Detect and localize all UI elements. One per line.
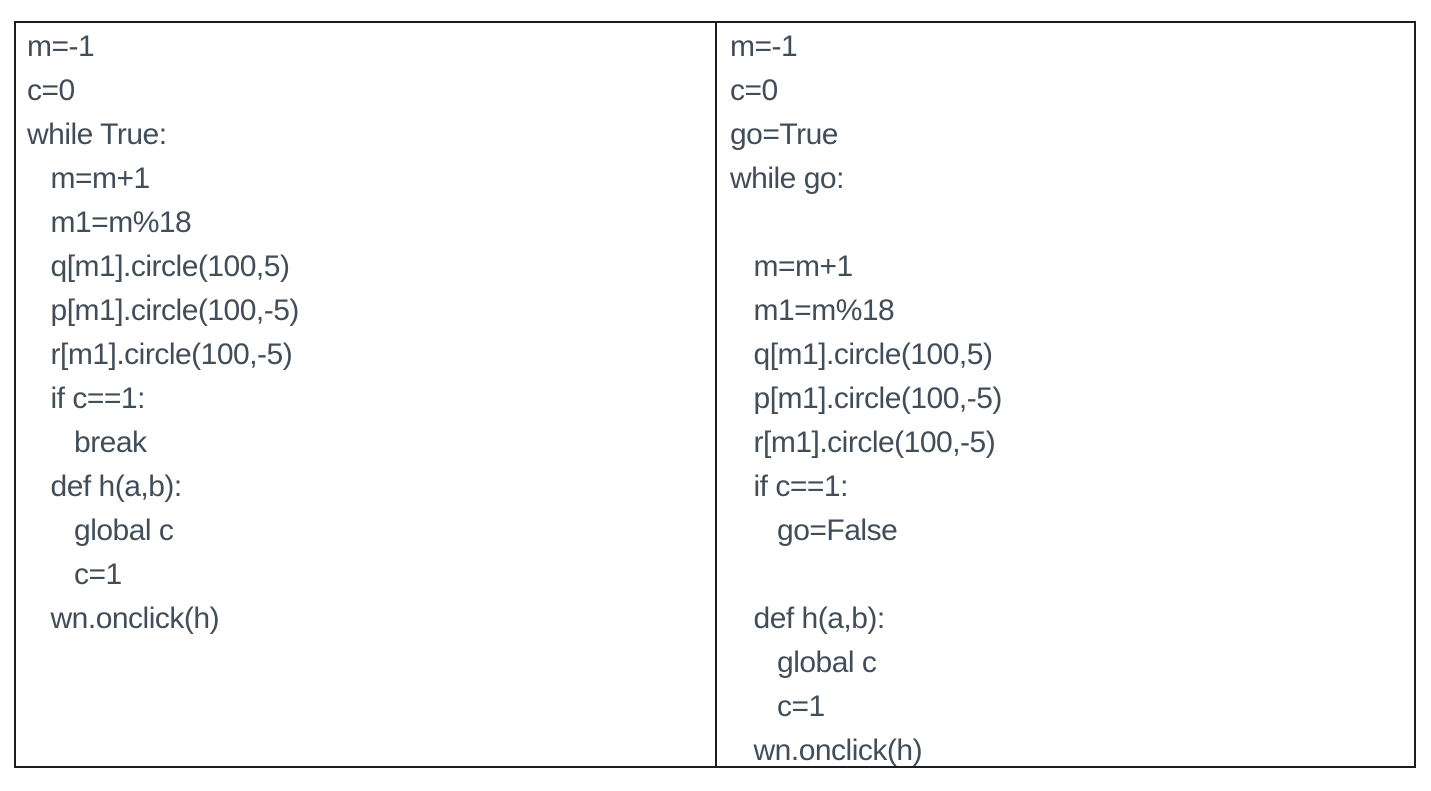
code-line: if c==1: (27, 382, 146, 415)
code-line: break (27, 426, 147, 459)
code-line: m=-1 (730, 30, 798, 63)
code-line: def h(a,b): (27, 470, 183, 503)
code-line: go=True (730, 118, 838, 151)
right-code-cell: m=-1 c=0 go=True while go: m=m+1 m1=m%18… (715, 23, 1414, 766)
code-line: m=m+1 (730, 250, 854, 283)
code-comparison-table: m=-1 c=0 while True: m=m+1 m1=m%18 q[m1]… (14, 21, 1416, 768)
code-line: global c (27, 514, 174, 547)
code-line: p[m1].circle(100,-5) (27, 294, 300, 327)
code-line: c=0 (730, 74, 778, 107)
code-line: c=0 (27, 74, 75, 107)
code-line: r[m1].circle(100,-5) (27, 338, 293, 371)
left-code-cell: m=-1 c=0 while True: m=m+1 m1=m%18 q[m1]… (16, 23, 715, 766)
code-line: m1=m%18 (730, 294, 895, 327)
code-line (730, 553, 1404, 597)
code-line: q[m1].circle(100,5) (730, 338, 993, 371)
code-line: while go: (730, 162, 844, 195)
code-line: if c==1: (730, 470, 849, 503)
code-line: wn.onclick(h) (730, 734, 923, 766)
code-line: go=False (730, 514, 898, 547)
code-line: def h(a,b): (730, 602, 886, 635)
code-line: c=1 (730, 690, 825, 723)
code-line: p[m1].circle(100,-5) (730, 382, 1003, 415)
code-line: q[m1].circle(100,5) (27, 250, 290, 283)
code-line: m=-1 (27, 30, 95, 63)
code-line: c=1 (27, 558, 122, 591)
code-line: m=m+1 (27, 162, 151, 195)
code-line: wn.onclick(h) (27, 602, 220, 635)
code-line (730, 201, 1404, 245)
code-line: while True: (27, 118, 167, 151)
code-line: r[m1].circle(100,-5) (730, 426, 996, 459)
code-line: m1=m%18 (27, 206, 192, 239)
code-line: global c (730, 646, 877, 679)
